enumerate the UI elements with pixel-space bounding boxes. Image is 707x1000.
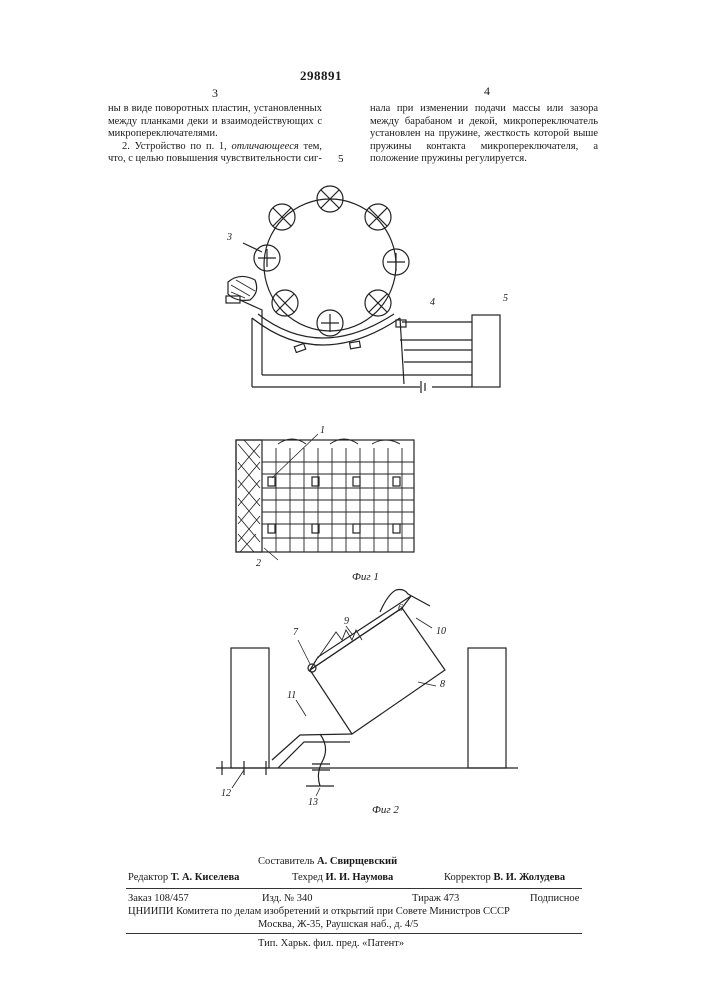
colophon-divider-1 xyxy=(126,888,582,889)
hatching xyxy=(238,440,260,552)
spring-9 xyxy=(318,630,362,658)
concave-grid-drawing xyxy=(236,434,414,560)
figure-1-caption: Фиг 1 xyxy=(352,571,379,583)
techred-line: Техред И. И. Наумова xyxy=(292,871,393,884)
label-11: 11 xyxy=(287,690,296,701)
label-3: 3 xyxy=(227,232,232,243)
label-4: 4 xyxy=(430,297,435,308)
editor-label: Редактор xyxy=(128,872,168,883)
circulation: Тираж 473 xyxy=(412,892,459,905)
label-2: 2 xyxy=(256,558,261,569)
label-10: 10 xyxy=(436,626,446,637)
microswitch-2 xyxy=(350,341,361,349)
compiler-label: Составитель xyxy=(258,856,314,867)
corrector-line: Корректор В. И. Жолудева xyxy=(444,871,565,884)
colophon-divider-2 xyxy=(126,933,582,934)
techred-name: И. И. Наумова xyxy=(326,872,394,883)
grid-lines xyxy=(262,448,414,552)
label-12: 12 xyxy=(221,788,231,799)
address-line: Москва, Ж-35, Раушская наб., д. 4/5 xyxy=(258,918,418,931)
microswitch-drawing xyxy=(216,590,518,797)
label-8: 8 xyxy=(440,679,445,690)
microswitch-body xyxy=(310,608,445,734)
organization-line: ЦНИИПИ Комитета по делам изобретений и о… xyxy=(128,905,510,918)
control-box xyxy=(472,315,500,387)
lever-arm xyxy=(240,300,262,322)
left-plate xyxy=(231,648,269,768)
contact-6 xyxy=(380,590,430,613)
label-9: 9 xyxy=(344,616,349,627)
right-plate xyxy=(468,648,506,768)
printer-line: Тип. Харьк. фил. пред. «Патент» xyxy=(258,937,404,950)
subscription: Подписное xyxy=(530,892,579,905)
microswitch-top xyxy=(310,596,411,670)
drum-assembly-drawing xyxy=(226,186,500,393)
label-7: 7 xyxy=(293,627,298,638)
label-13: 13 xyxy=(308,797,318,808)
compiler-name: А. Свирщевский xyxy=(317,856,397,867)
techred-label: Техред xyxy=(292,872,323,883)
label-5: 5 xyxy=(503,293,508,304)
rasp-bar-circles xyxy=(254,186,409,336)
label-1: 1 xyxy=(320,425,325,436)
order-number: Заказ 108/457 xyxy=(128,892,189,905)
microswitch-1 xyxy=(294,343,305,352)
figure-2-caption: Фиг 2 xyxy=(372,804,399,816)
edition-number: Изд. № 340 xyxy=(262,892,313,905)
compiler-line: Составитель А. Свирщевский xyxy=(258,855,397,868)
editor-name: Т. А. Киселева xyxy=(171,872,240,883)
label-6: 6 xyxy=(398,603,403,614)
editor-line: Редактор Т. А. Киселева xyxy=(128,871,239,884)
corrector-name: В. И. Жолудева xyxy=(493,872,565,883)
sensor-plates xyxy=(268,477,400,533)
bracket-11 xyxy=(272,734,352,760)
corrector-label: Корректор xyxy=(444,872,491,883)
concave-outer xyxy=(252,318,400,345)
